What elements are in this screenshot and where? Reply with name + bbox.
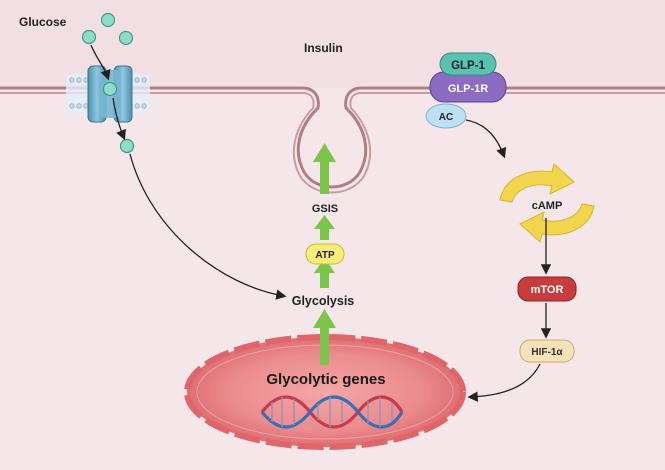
glucose-particles xyxy=(81,12,135,154)
hif1a-node xyxy=(519,339,575,363)
atp-label: ATP xyxy=(315,250,335,261)
genes-to-glycolysis-arrow xyxy=(320,325,329,365)
atp-node xyxy=(305,243,345,265)
glucose-label: Glucose xyxy=(19,15,67,29)
mtor-node xyxy=(517,276,577,302)
vesicle-lumen xyxy=(302,112,362,184)
dna-helix-icon xyxy=(260,395,404,429)
atp-to-gsis-arrow xyxy=(320,226,329,240)
mtor-label: mTOR xyxy=(531,284,564,296)
glp1-receptor-complex xyxy=(425,52,507,129)
glycolysis-label: Glycolysis xyxy=(292,294,355,308)
glycolysis-to-atp-arrow xyxy=(320,270,329,288)
camp-cycle-icon xyxy=(499,163,595,243)
insulin-label: Insulin xyxy=(304,41,343,55)
ac-to-camp-arrow xyxy=(465,119,507,159)
green-pathway-arrows xyxy=(313,143,336,365)
hif-to-nucleus-arrow xyxy=(467,363,541,402)
glycolytic-genes-label: Glycolytic genes xyxy=(266,371,385,388)
hif1a-label: HIF-1α xyxy=(531,347,563,358)
glucose-particle xyxy=(100,12,116,28)
glp1-label: GLP-1 xyxy=(451,60,485,72)
ac-enzyme xyxy=(425,103,467,129)
glucose-particle xyxy=(118,30,134,46)
plasma-membrane-inner xyxy=(0,92,665,194)
plasma-membrane xyxy=(0,86,665,189)
glucose-to-glycolysis-arrow xyxy=(129,153,287,300)
gsis-to-insulin-arrow xyxy=(320,158,329,194)
glucose-particle xyxy=(81,29,97,45)
glucose-particle xyxy=(119,138,135,154)
glucose-entry-arrow xyxy=(90,44,111,81)
camp-label: cAMP xyxy=(532,200,563,212)
glucose-particle xyxy=(102,81,118,97)
gsis-label: GSIS xyxy=(312,203,338,215)
glp1r-label: GLP-1R xyxy=(448,83,488,95)
glp1-ligand xyxy=(439,52,497,76)
ac-label: AC xyxy=(439,112,453,123)
glucose-transit-arrow xyxy=(112,97,126,141)
